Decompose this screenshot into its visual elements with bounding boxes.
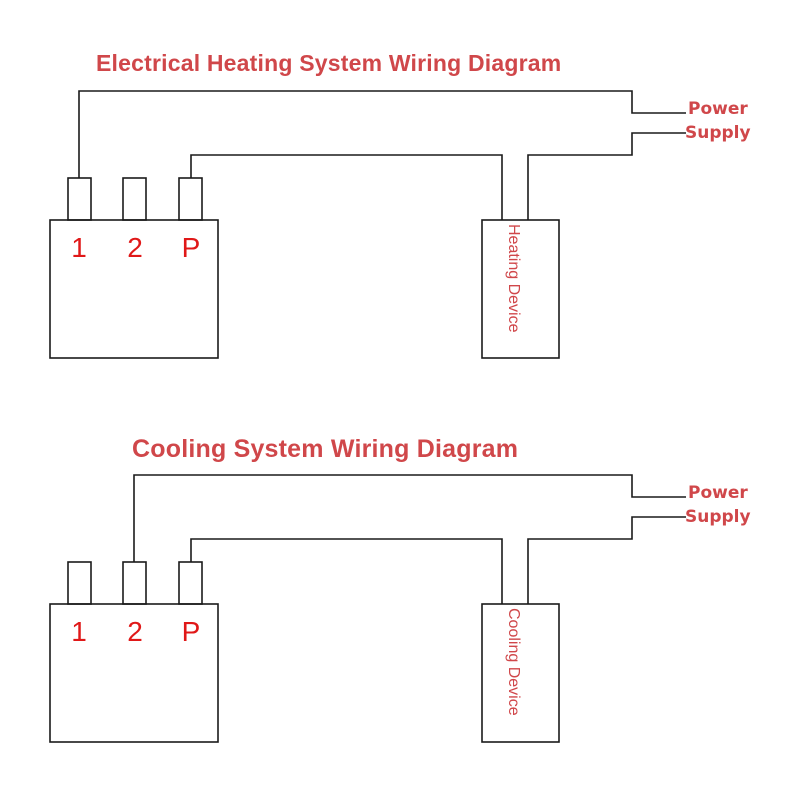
heating-terminal-2-post [122, 177, 147, 221]
cooling-live-wire [133, 474, 686, 562]
heating-terminal-1-label: 1 [71, 232, 87, 263]
heating-diagram [49, 90, 686, 359]
heating-neutral-wire [527, 132, 686, 220]
cooling-power-label-line1: Power [688, 483, 748, 503]
heating-power-label-line1: Power [688, 99, 748, 119]
heating-power-label-line2: Supply [685, 123, 751, 143]
heating-control-wire [190, 154, 503, 220]
cooling-terminal-p-label: P [181, 616, 201, 647]
heating-device-label: Heating Device [505, 224, 522, 333]
cooling-terminal-1-label: 1 [71, 616, 87, 647]
cooling-terminal-1-post [67, 561, 92, 605]
cooling-terminal-p-post [178, 561, 203, 605]
cooling-neutral-wire [527, 516, 686, 604]
heating-diagram-title: Electrical Heating System Wiring Diagram [96, 50, 562, 76]
cooling-control-wire [190, 538, 503, 604]
heating-power-supply-label: Power Supply [685, 97, 751, 145]
cooling-diagram-title: Cooling System Wiring Diagram [132, 435, 519, 463]
cooling-device-label: Cooling Device [505, 608, 522, 716]
cooling-terminal-2-label: 2 [127, 616, 143, 647]
heating-terminal-p-post [178, 177, 203, 221]
heating-live-wire [78, 90, 686, 178]
heating-terminal-1-post [67, 177, 92, 221]
cooling-terminal-2-post [122, 561, 147, 605]
cooling-power-supply-label: Power Supply [685, 481, 751, 529]
cooling-device-box [481, 603, 560, 743]
heating-terminal-2-label: 2 [127, 232, 143, 263]
heating-device-box [481, 219, 560, 359]
heating-terminal-p-label: P [181, 232, 201, 263]
cooling-power-label-line2: Supply [685, 507, 751, 527]
cooling-diagram [49, 474, 686, 743]
